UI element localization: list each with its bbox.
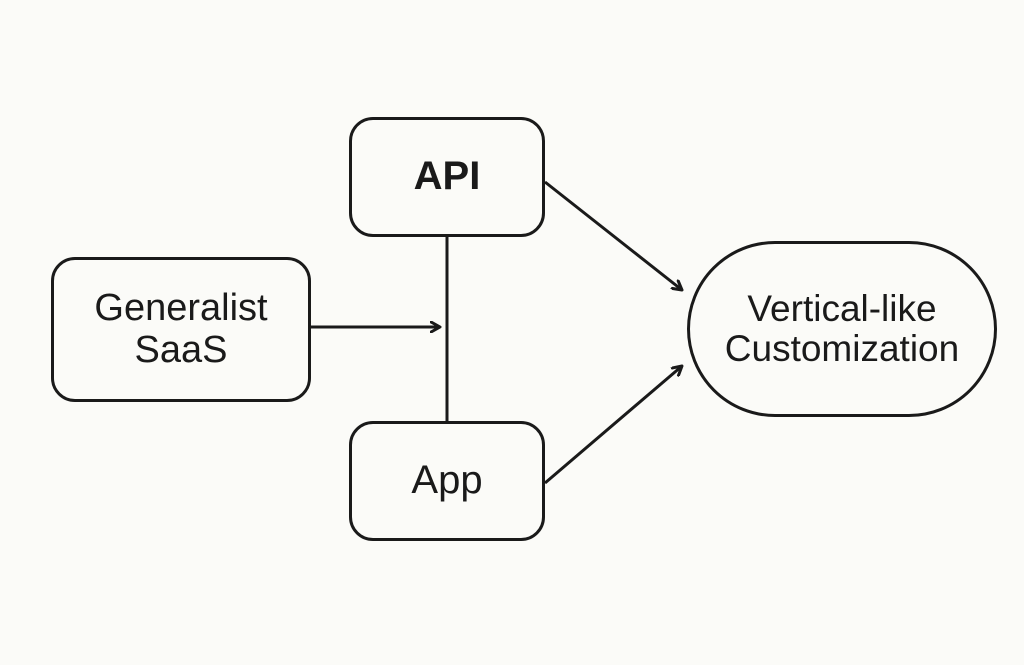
generalist-saas-label-line1: Generalist <box>94 287 268 330</box>
vertical-customization-label-line2: Customization <box>724 328 960 369</box>
app-node: App <box>349 421 545 541</box>
api-node: API <box>349 117 545 237</box>
generalist-saas-node: Generalist SaaS <box>51 257 311 402</box>
api-to-vertical-arrow <box>544 180 682 290</box>
vertical-customization-node: Vertical-like Customization <box>687 241 997 417</box>
api-label: API <box>413 154 481 199</box>
vertical-customization-label-line1: Vertical-like <box>747 288 937 330</box>
generalist-saas-label-line2: SaaS <box>134 328 228 371</box>
app-label: App <box>411 458 483 503</box>
app-to-vertical-arrow <box>544 366 682 485</box>
